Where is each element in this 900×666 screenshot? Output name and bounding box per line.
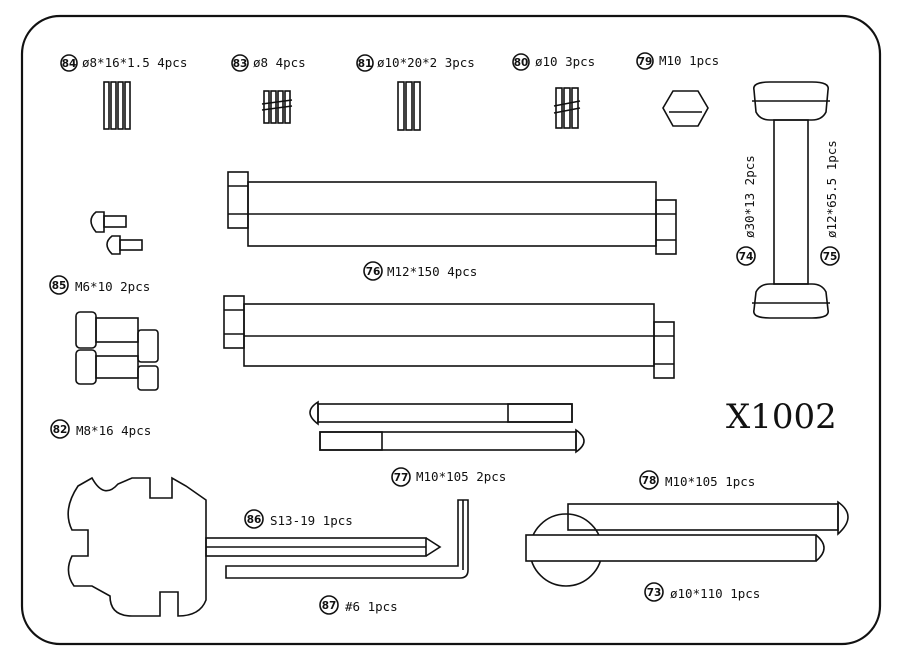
sheet-border [20,14,882,646]
bolt-78-drawing [567,500,849,536]
part-74-number-circle [736,246,756,266]
part-77-number: 77 [394,472,409,484]
part-82-number: 82 [53,424,68,436]
part-87-label: 87 #6 1pcs [319,595,398,615]
part-75-number-circle [820,246,840,266]
part-74-number: 74 [739,251,754,263]
part-80-number-circle [512,53,530,71]
part-76-text: M12*150 4pcs [387,264,477,279]
part-83-number-circle [231,54,249,72]
part-84-number-circle [60,54,78,72]
part-83-number: 83 [233,58,248,70]
part-82-number-circle [50,419,70,439]
part-73-text: ø10*110 1pcs [670,586,760,601]
part-86-number: 86 [247,514,262,526]
bolt-76-upper-drawing [227,171,677,255]
part-78-label: 78 M10*105 1pcs [639,470,755,490]
part-73-label: 73 ø10*110 1pcs [644,582,760,602]
part-85-number-circle [49,275,69,295]
part-79-number-circle [636,52,654,70]
screw-85-drawing [90,211,143,255]
part-78-number-circle [639,470,659,490]
part-85-number: 85 [52,280,67,292]
washer-81-drawing [397,81,421,131]
lock-washer-83-drawing [261,90,293,124]
part-81-number-circle [356,54,374,72]
part-83-text: ø8 4pcs [253,55,306,70]
part-84-text: ø8*16*1.5 4pcs [82,55,187,70]
part-80-label: 80 ø10 3pcs [512,53,595,71]
part-76-number-circle [363,261,383,281]
lock-washer-80-drawing [553,87,581,129]
part-76-number: 76 [366,266,381,278]
part-75-text: ø12*65.5 1pcs [824,140,839,238]
hex-key-87-drawing [225,499,469,579]
wrench-86-drawing [67,476,442,617]
part-77-label: 77 M10*105 2pcs [391,467,506,487]
part-75-label: ø12*65.5 1pcs 75 [820,140,840,266]
model-number: X1002 [726,397,837,437]
part-84-label: 84 ø8*16*1.5 4pcs [60,54,187,72]
part-75-number: 75 [823,251,838,263]
bolt-77-drawing [309,400,585,454]
part-87-text: #6 1pcs [345,599,398,614]
part-87-number-circle [319,595,339,615]
part-84-number: 84 [62,58,77,70]
part-80-number: 80 [514,57,529,69]
part-73-number: 73 [647,587,662,599]
part-79-number: 79 [638,56,653,68]
part-86-number-circle [244,509,264,529]
part-82-text: M8*16 4pcs [76,423,151,438]
part-83-label: 83 ø8 4pcs [231,54,306,72]
part-81-label: 81 ø10*20*2 3pcs [356,54,475,72]
part-78-number: 78 [642,475,657,487]
part-79-text: M10 1pcs [659,53,719,68]
part-79-label: 79 M10 1pcs [636,52,719,70]
bolt-76-lower-drawing [223,295,675,379]
part-73-number-circle [644,582,664,602]
hex-nut-79-drawing [662,90,709,127]
part-77-text: M10*105 2pcs [416,469,506,484]
part-74-label: ø30*13 2pcs 74 [736,155,757,266]
part-86-text: S13-19 1pcs [270,513,353,528]
spindle-75-drawing [752,81,830,319]
part-86-label: 86 S13-19 1pcs [244,509,353,529]
part-78-text: M10*105 1pcs [665,474,755,489]
pin-73-drawing [525,513,825,587]
part-85-label: 85 M6*10 2pcs [49,275,150,295]
part-80-text: ø10 3pcs [535,54,595,69]
part-74-text: ø30*13 2pcs [742,155,757,238]
washer-84-drawing [103,81,131,130]
part-87-number: 87 [322,600,337,612]
part-77-number-circle [391,467,411,487]
part-81-number: 81 [358,58,373,70]
part-81-text: ø10*20*2 3pcs [377,55,475,70]
part-85-text: M6*10 2pcs [75,279,150,294]
part-76-label: 76 M12*150 4pcs [363,261,477,281]
part-82-label: 82 M8*16 4pcs [50,419,151,439]
bolt-82-drawing [75,311,159,391]
